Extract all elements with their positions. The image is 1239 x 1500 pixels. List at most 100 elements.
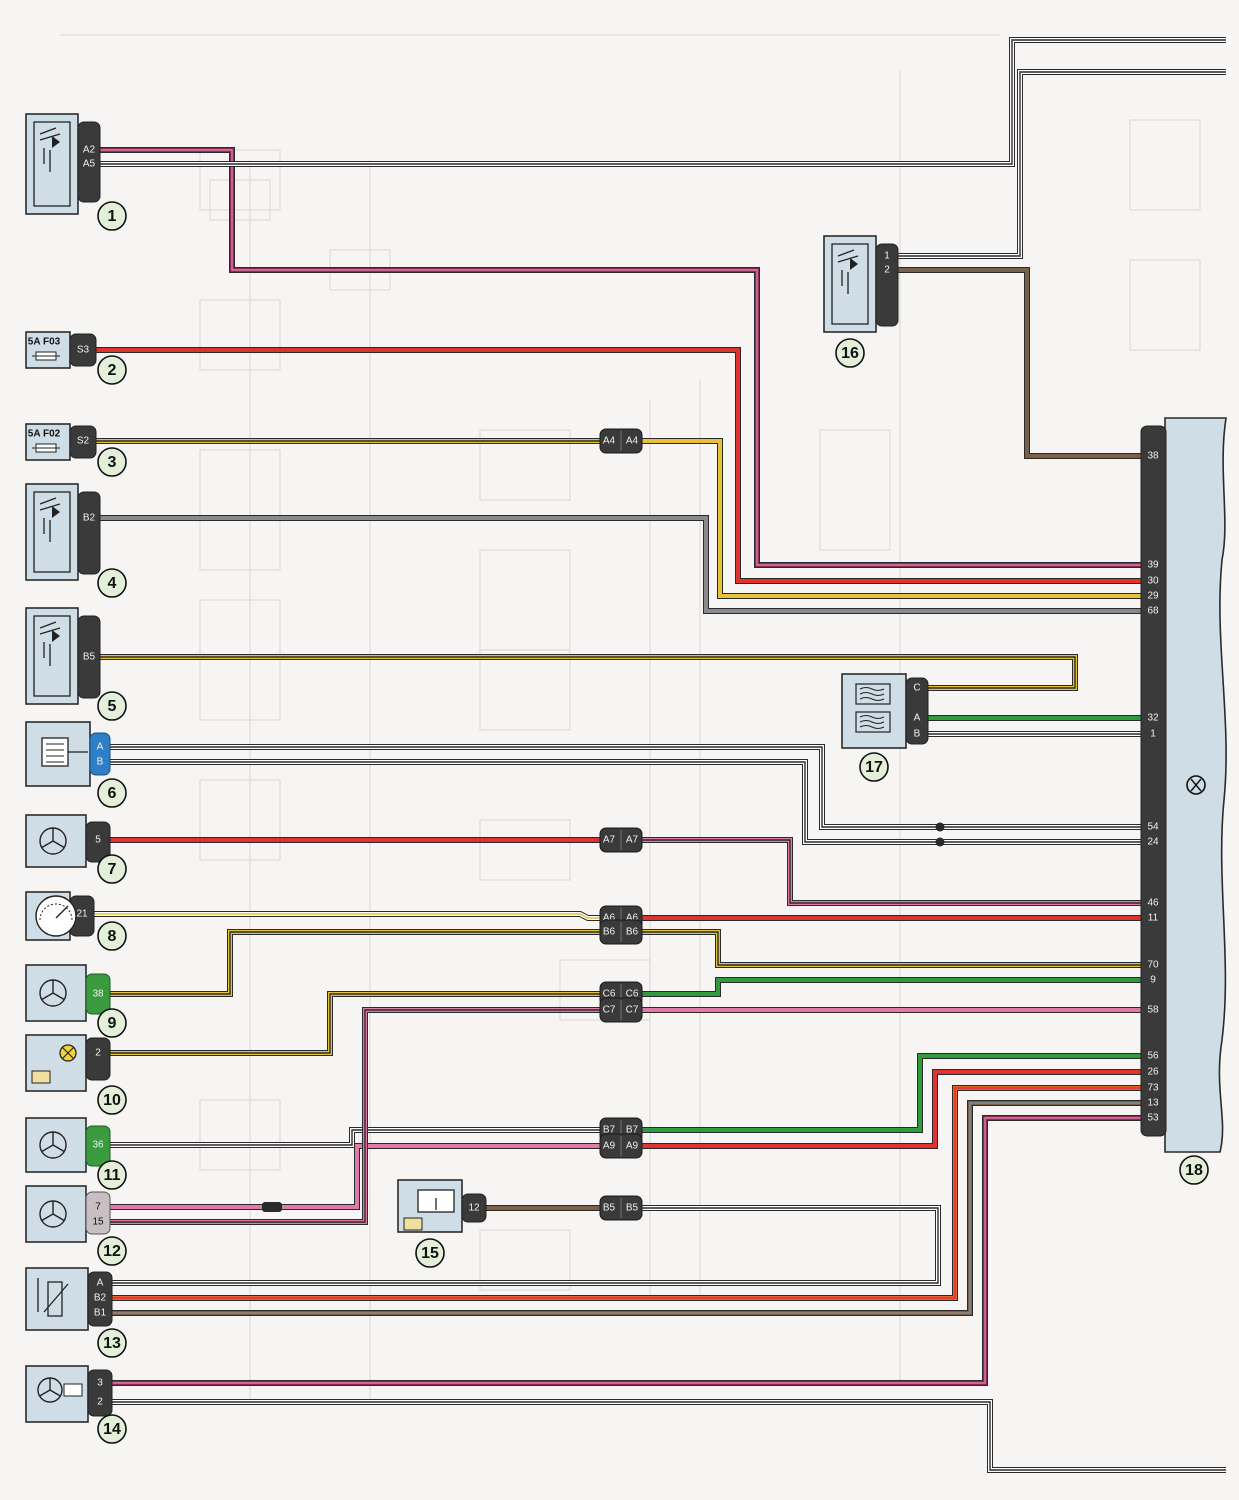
wire-12-7-to-a9: [110, 1143, 600, 1210]
component-plug: [77, 121, 101, 203]
wire-9-38-to-b6: [110, 929, 600, 997]
coil-winding: [859, 687, 885, 691]
ecu-pin-label: 73: [1147, 1083, 1159, 1094]
callout-number: 14: [103, 1421, 121, 1438]
callout-circle: [97, 1328, 127, 1358]
callout-circle: [97, 778, 127, 808]
component-pin-label: A: [914, 713, 921, 724]
callout-number: 5: [108, 698, 117, 715]
relay-contacts: [39, 497, 61, 542]
callout-circle: [97, 1008, 127, 1038]
callout-number: 7: [108, 861, 117, 878]
component-plug: [85, 821, 111, 863]
component-10: 2: [25, 1034, 111, 1092]
component-11: 36: [25, 1117, 111, 1173]
splice-point: [935, 822, 945, 832]
callout-circle: [97, 854, 127, 884]
callout-number: 15: [421, 1245, 439, 1262]
callout-number: 10: [103, 1092, 121, 1109]
component-pin-label: 2: [95, 1048, 101, 1059]
component-pin-label: B2: [94, 1293, 107, 1304]
component-plug: [461, 1193, 487, 1223]
callout-17: 17: [859, 752, 889, 782]
component-pin-label: B: [914, 729, 921, 740]
fuse-label: 5A F02: [28, 429, 61, 440]
wire-16-2-to-18-38: [896, 267, 1146, 459]
callout-circle: [97, 1236, 127, 1266]
ghost-shape: [479, 429, 571, 501]
callout-11: 11: [97, 1160, 127, 1190]
ecu-pin-label: 24: [1147, 837, 1159, 848]
component-pin-label: 5: [95, 835, 101, 846]
component-body: [25, 1185, 87, 1243]
component-pin-label: 3: [97, 1378, 103, 1389]
sensor-rotor-icon: [41, 1132, 65, 1153]
ecu-pin-label: 46: [1147, 898, 1159, 909]
callout-circle: [415, 1238, 445, 1268]
ghost-shape: [209, 179, 271, 221]
relay-frame: [831, 243, 869, 325]
component-pin-label: 2: [884, 265, 890, 276]
connector-pin-label: B7: [626, 1125, 639, 1136]
wire-11-36-to-b7: [110, 1127, 600, 1148]
connector-pin-label: A4: [626, 436, 639, 447]
component-body: [25, 964, 87, 1022]
wire-b5-to-13-a: [110, 1205, 941, 1286]
wire-b6-to-18-70: [642, 929, 1146, 968]
splice-layer: [262, 822, 945, 1212]
ghost-shape: [819, 429, 891, 551]
splice-sleeve: [262, 1202, 282, 1212]
callout-number: 18: [1185, 1162, 1203, 1179]
ghost-shape: [479, 1229, 571, 1291]
engine-symbol-icon: [31, 1070, 51, 1084]
component-6: AB: [25, 721, 111, 787]
component-pin-label: 21: [76, 909, 88, 920]
callout-circle: [1179, 1155, 1209, 1185]
callout-18: 18: [1179, 1155, 1209, 1185]
ecu-pin-label: 26: [1147, 1067, 1159, 1078]
wire-14-3-to-18-53: [110, 1115, 1146, 1386]
component-pin-label: 1: [884, 251, 890, 262]
callout-number: 13: [103, 1335, 121, 1352]
ghost-shape: [199, 1099, 281, 1171]
callout-8: 8: [97, 921, 127, 951]
ecu-pin-label: 11: [1148, 913, 1159, 924]
background-ghost-print: [60, 34, 1201, 1400]
connector-pin-label: A7: [603, 835, 616, 846]
tachometer-scale: [39, 903, 73, 921]
ecu-pin-label: 58: [1147, 1005, 1159, 1016]
component-5: B5: [25, 607, 101, 705]
component-body: [841, 673, 907, 749]
component-plug: [77, 615, 101, 699]
component-pin-label: 38: [92, 989, 104, 1000]
component-plug: [69, 333, 97, 367]
coil-winding: [859, 720, 885, 724]
component-pin-label: 15: [92, 1217, 104, 1228]
ghost-shape: [479, 649, 571, 731]
wire-1-a5-to-top: [100, 37, 1226, 167]
ghost-shape: [199, 149, 281, 211]
component-plug: [875, 243, 899, 327]
lamp-cross: [61, 1046, 75, 1060]
ecu-connector: [1140, 425, 1167, 1137]
wire-b7-to-18-56: [642, 1053, 1146, 1133]
connector-pin-label: C6: [626, 989, 639, 1000]
component-pin-label: A: [97, 742, 104, 753]
ecu-symbol-cross: [1190, 778, 1202, 792]
callout-number: 11: [104, 1167, 121, 1184]
coil-winding: [859, 692, 885, 696]
relay-contacts: [39, 127, 61, 172]
relay-frame: [33, 615, 71, 697]
component-plug: [905, 677, 929, 745]
callout-circle: [97, 1160, 127, 1190]
callout-circle: [859, 752, 889, 782]
ghost-shape: [1129, 119, 1201, 211]
callout-circle: [97, 1085, 127, 1115]
splice-point: [935, 837, 945, 847]
component-plug: [89, 732, 111, 776]
